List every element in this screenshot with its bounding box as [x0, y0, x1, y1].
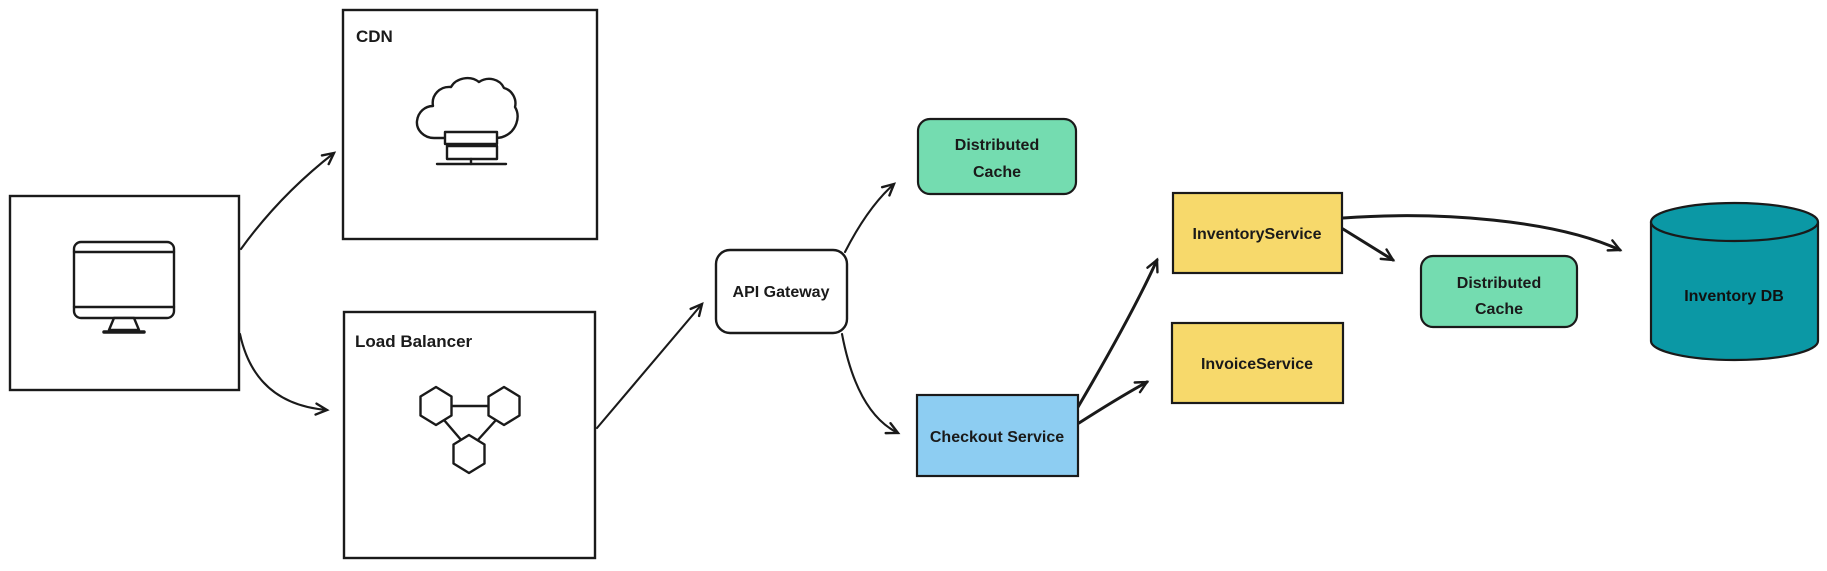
inventory-service-label: InventoryService [1193, 226, 1322, 243]
inventory-service-box [1171, 191, 1344, 275]
client-box [8, 194, 241, 392]
edge-checkout-to-invoice-service [1077, 380, 1150, 425]
cloud-server-icon [415, 76, 519, 166]
cdn-node: CDN [341, 8, 599, 241]
distributed-cache-1-box [916, 117, 1078, 196]
edge-load-balancer-to-api-gateway [595, 301, 704, 430]
inventory-db-label: Inventory DB [1684, 288, 1784, 305]
edge-client-to-cdn [239, 151, 337, 251]
client-node [8, 194, 241, 392]
db-cylinder-top [1649, 201, 1820, 243]
edge-inventory-service-to-distributed-cache-2 [1341, 227, 1396, 262]
edge-api-gateway-to-checkout-service [840, 332, 901, 435]
inventory-service-node: InventoryService [1171, 191, 1344, 275]
edge-checkout-to-inventory-service [1076, 257, 1159, 409]
distributed-cache-2-box [1419, 254, 1579, 329]
distributed-cache-2-label-line2: Cache [1475, 301, 1523, 318]
edge-client-to-load-balancer [238, 332, 330, 416]
api-gateway-label: API Gateway [733, 284, 830, 301]
checkout-service-node: Checkout Service [915, 393, 1080, 478]
invoice-service-node: InvoiceService [1170, 321, 1345, 405]
load-balancer-label: Load Balancer [355, 332, 473, 351]
checkout-service-box [915, 393, 1080, 478]
hexagon-cluster-icon [419, 385, 521, 475]
edges [238, 151, 1623, 435]
desktop-monitor-icon [72, 240, 176, 334]
db-cylinder-body [1649, 222, 1820, 362]
distributed-cache-1-node: Distributed Cache [916, 117, 1078, 196]
load-balancer-node: Load Balancer [342, 310, 597, 560]
api-gateway-node: API Gateway [714, 248, 849, 335]
invoice-service-box [1170, 321, 1345, 405]
api-gateway-box [714, 248, 849, 335]
edge-inventory-service-to-inventory-db [1341, 214, 1623, 252]
edge-api-gateway-to-distributed-cache-1 [843, 182, 897, 254]
inventory-db-node: Inventory DB [1649, 201, 1820, 362]
checkout-service-label: Checkout Service [930, 429, 1064, 446]
cdn-label: CDN [356, 27, 393, 46]
distributed-cache-1-label-line1: Distributed [955, 137, 1039, 154]
distributed-cache-2-label-line1: Distributed [1457, 275, 1541, 292]
distributed-cache-1-label-line2: Cache [973, 164, 1021, 181]
distributed-cache-2-node: Distributed Cache [1419, 254, 1579, 329]
invoice-service-label: InvoiceService [1201, 356, 1313, 373]
